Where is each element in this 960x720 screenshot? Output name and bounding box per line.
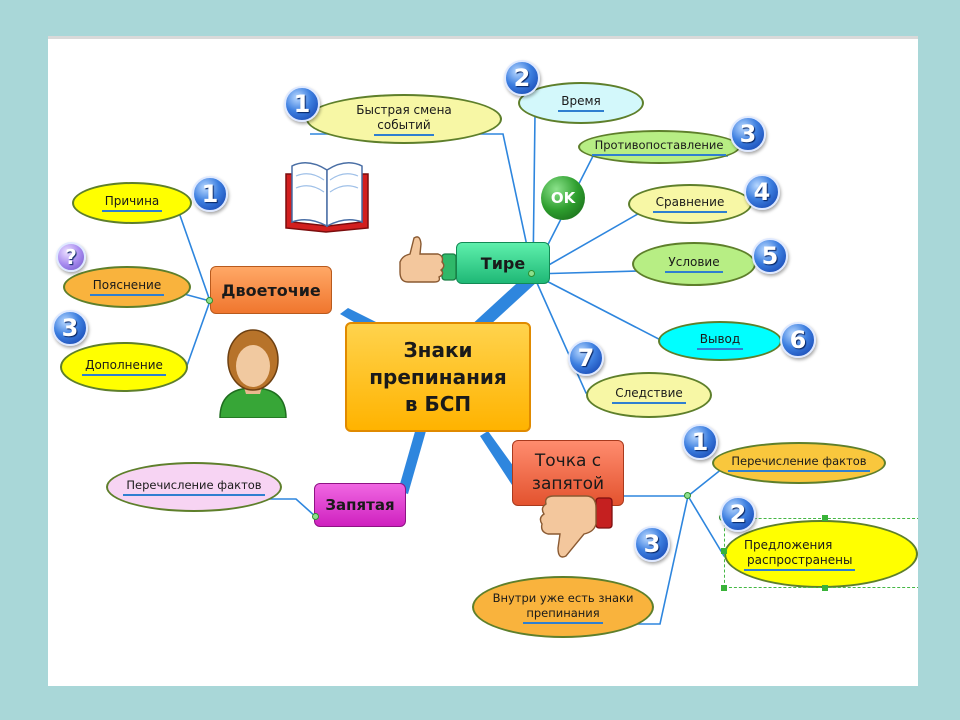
leaf-vremya[interactable]: Время [518, 82, 644, 124]
mind-map-canvas: Знаки препинания в БСП Двоеточие Тире То… [48, 36, 918, 686]
number-badge-icon: 4 [744, 174, 780, 210]
connection-dot [312, 513, 319, 520]
leaf-predlozheniya[interactable]: Предложения распространены [724, 520, 918, 588]
branch-tire-label: Тире [480, 253, 526, 273]
leaf-dopolnenie[interactable]: Дополнение [60, 342, 188, 392]
leaf-perechislenie-faktov-zp[interactable]: Перечисление фактов [106, 462, 282, 512]
selection-frame [724, 518, 918, 588]
branch-dvoetochie-label: Двоеточие [221, 280, 321, 300]
leaf-predl-line-1: Предложения [744, 537, 833, 552]
number-badge-icon: 3 [634, 526, 670, 562]
number-badge-icon: 7 [568, 340, 604, 376]
leaf-sledstvie-text: Следствие [612, 386, 686, 404]
leaf-predl-line-2: распространены [744, 553, 856, 571]
person-avatar-icon [219, 329, 287, 418]
thumbs-down-icon [539, 495, 613, 558]
selection-handle[interactable] [721, 548, 727, 554]
branch-tochka-line-1: Точка с [534, 451, 602, 471]
number-badge-icon: 1 [192, 176, 228, 212]
leaf-perechislenie-tz-text: Перечисление фактов [728, 454, 870, 472]
leaf-protivopostavlenie[interactable]: Противопоставление [578, 130, 740, 164]
leaf-vremya-text: Время [558, 94, 604, 112]
connection-dot [528, 270, 535, 277]
number-badge-icon: 1 [284, 86, 320, 122]
book-icon [285, 162, 369, 233]
branch-dvoetochie[interactable]: Двоеточие [210, 266, 332, 314]
connection-dot [206, 297, 213, 304]
selection-handle[interactable] [822, 515, 828, 521]
leaf-perechislenie-faktov-tz[interactable]: Перечисление фактов [712, 442, 886, 484]
branch-tochka[interactable]: Точка с запятой [512, 440, 624, 506]
number-badge-icon: 6 [780, 322, 816, 358]
leaf-bystraya-line-1: Быстрая смена [356, 102, 452, 117]
number-badge-icon: 1 [682, 424, 718, 460]
leaf-dopolnenie-text: Дополнение [82, 358, 166, 376]
connector-center-tire [468, 273, 538, 336]
leaf-bystraya-smena[interactable]: Быстрая смена событий [306, 94, 502, 144]
center-line-3: в БСП [404, 391, 472, 416]
leaf-prichina-text: Причина [101, 194, 163, 212]
branch-zapyataya[interactable]: Запятая [314, 483, 406, 527]
number-badge-icon: 5 [752, 238, 788, 274]
leaf-uslovie[interactable]: Условие [632, 242, 756, 286]
connector-center-zapyataya [398, 428, 426, 494]
leaf-sravnenie[interactable]: Сравнение [628, 184, 752, 224]
selection-handle[interactable] [721, 585, 727, 591]
branch-zapyataya-label: Запятая [325, 496, 395, 514]
number-badge-icon: 3 [52, 310, 88, 346]
leaf-bystraya-line-2: событий [374, 118, 434, 136]
leaf-perechislenie-zp-text: Перечисление фактов [123, 478, 265, 496]
number-badge-icon: 2 [504, 60, 540, 96]
number-badge-icon: 3 [730, 116, 766, 152]
leaf-vyvod-text: Вывод [696, 332, 744, 350]
branch-tochka-line-2: запятой [531, 474, 605, 494]
leaf-uslovie-text: Условие [665, 255, 723, 273]
center-node[interactable]: Знаки препинания в БСП [345, 322, 531, 432]
leaf-protivo-text: Противопоставление [591, 138, 727, 156]
leaf-vnutri-znaki[interactable]: Внутри уже есть знаки препинания [472, 576, 654, 638]
leaf-poyasnenie[interactable]: Пояснение [63, 266, 191, 308]
center-line-2: препинания [369, 364, 507, 389]
leaf-poyasnenie-text: Пояснение [89, 278, 165, 296]
number-badge-icon: 2 [720, 496, 756, 532]
leaf-vnutri-line-2: препинания [523, 606, 603, 624]
leaf-sravnenie-text: Сравнение [652, 195, 728, 213]
connection-dot [684, 492, 691, 499]
top-border [48, 36, 918, 39]
thumbs-up-icon [399, 236, 457, 283]
center-line-1: Знаки [403, 337, 473, 362]
leaf-vnutri-line-1: Внутри уже есть знаки [492, 590, 634, 605]
branch-tire[interactable]: Тире [456, 242, 550, 284]
selection-handle[interactable] [822, 585, 828, 591]
ok-badge-icon: OK [541, 176, 585, 220]
question-badge-icon: ? [56, 242, 86, 272]
leaf-vyvod[interactable]: Вывод [658, 321, 782, 361]
leaf-prichina[interactable]: Причина [72, 182, 192, 224]
leaf-sledstvie[interactable]: Следствие [586, 372, 712, 418]
